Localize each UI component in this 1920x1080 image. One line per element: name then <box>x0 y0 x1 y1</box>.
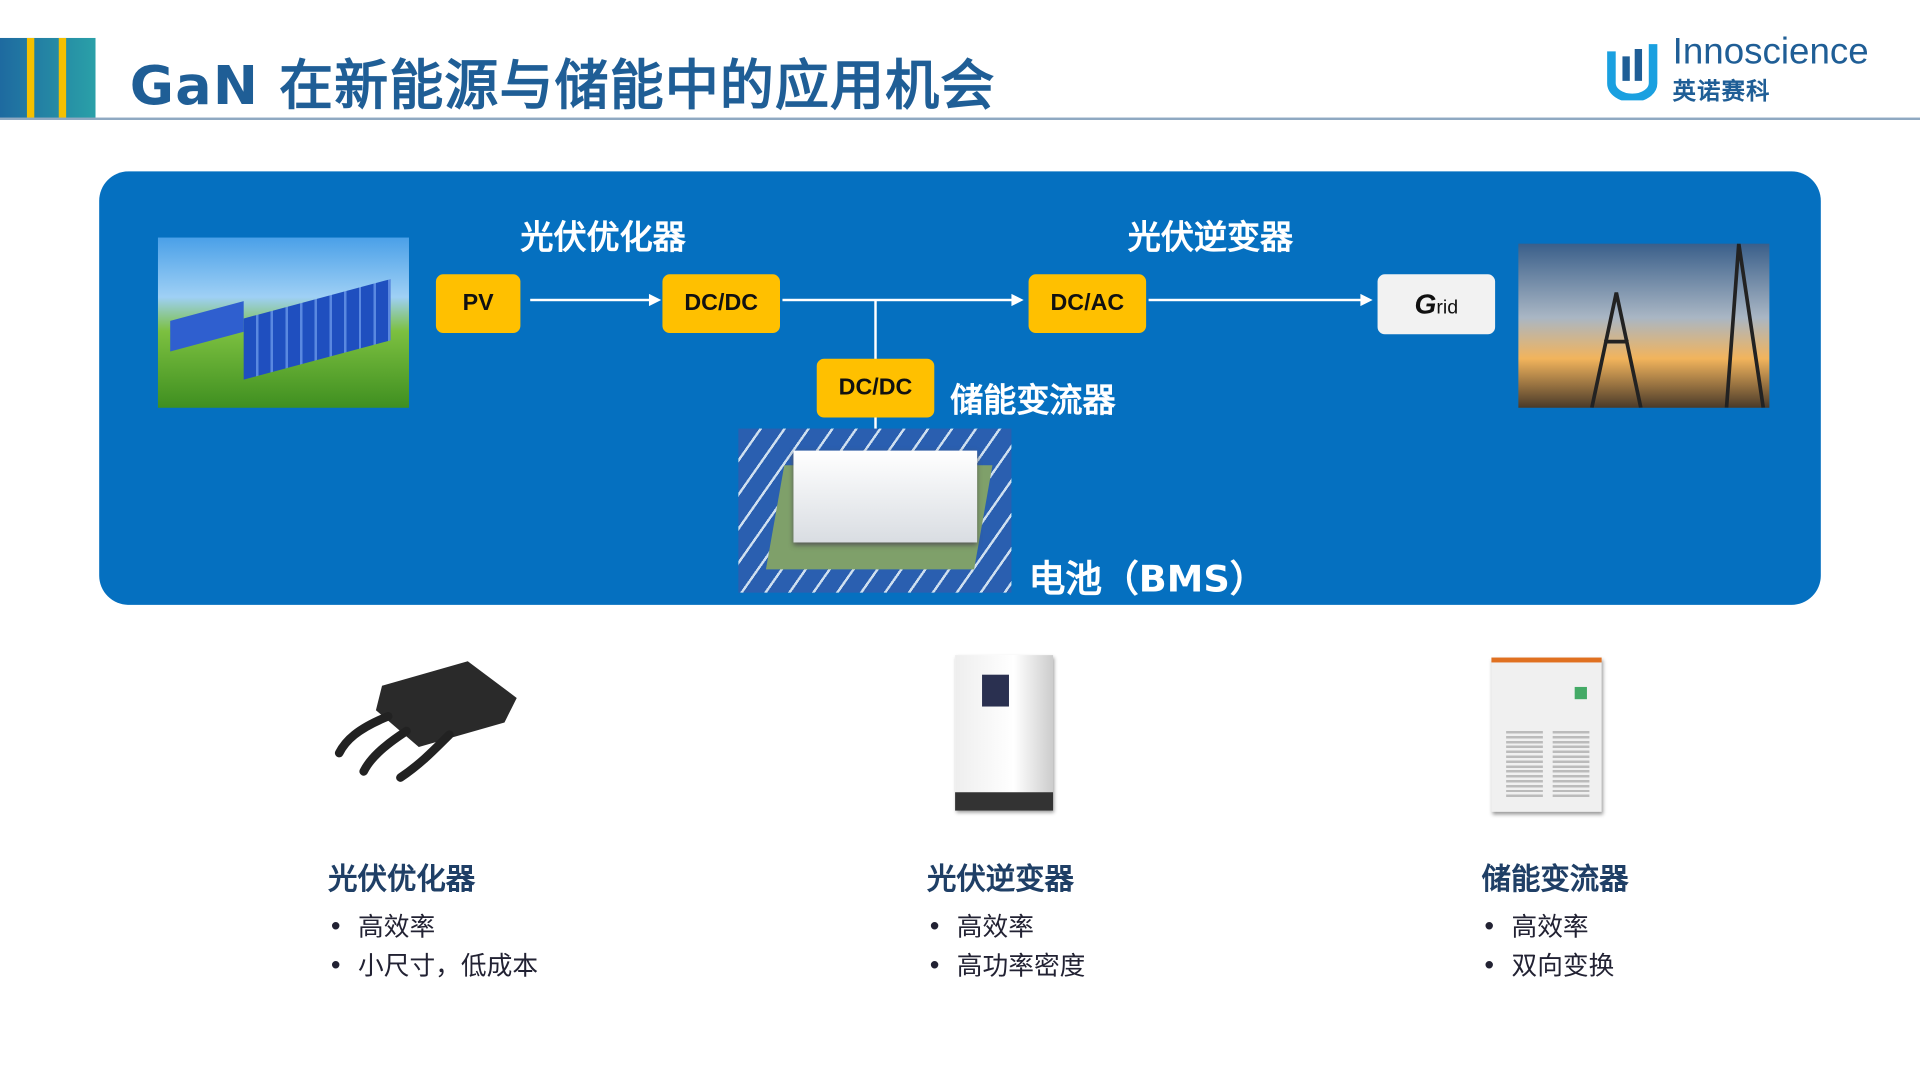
grid-letter: G <box>1414 287 1437 320</box>
connector-line <box>530 298 651 302</box>
product-optimizer: 光伏优化器 •高效率 •小尺寸，低成本 <box>328 855 538 984</box>
header-stripe <box>26 37 35 119</box>
product-pcs: 储能变流器 •高效率 •双向变换 <box>1482 855 1629 984</box>
page-title: GaN 在新能源与储能中的应用机会 <box>129 55 996 118</box>
pcs-product-image <box>1491 657 1602 812</box>
arrow-icon <box>1011 293 1024 307</box>
bullet-item: •高功率密度 <box>926 951 1086 981</box>
product-title: 光伏优化器 <box>328 862 476 897</box>
optimizer-product-image <box>334 661 517 782</box>
bullet-item: •高效率 <box>926 912 1034 942</box>
grid-text: rid <box>1436 296 1459 318</box>
bullet-item: •高效率 <box>1481 912 1589 942</box>
optimizer-label: 光伏优化器 <box>520 219 686 258</box>
product-title: 光伏逆变器 <box>926 862 1074 897</box>
battery-label: 电池（BMS） <box>1028 558 1267 602</box>
arrow-icon <box>1360 293 1373 307</box>
arrow-icon <box>648 293 662 307</box>
pcs-label: 储能变流器 <box>950 382 1116 421</box>
dcdc-storage-box: DC/DC <box>816 358 935 418</box>
connector-line <box>1148 298 1362 302</box>
header-divider <box>0 117 1920 121</box>
header-stripe <box>58 37 67 119</box>
solar-panel-photo <box>157 237 409 408</box>
connector-line <box>782 298 1013 302</box>
power-grid-photo <box>1518 243 1770 408</box>
product-title: 储能变流器 <box>1481 862 1629 897</box>
inverter-product-image <box>955 655 1054 811</box>
innoscience-logo-icon <box>1607 44 1658 101</box>
bullet-item: •小尺寸，低成本 <box>328 951 539 981</box>
inverter-label: 光伏逆变器 <box>1127 219 1294 258</box>
header-accent-bar <box>0 37 96 119</box>
logo-text: Innoscience <box>1672 31 1869 73</box>
logo-text-cn: 英诺赛科 <box>1672 78 1771 106</box>
dcac-box: DC/AC <box>1028 274 1147 334</box>
bullet-item: •高效率 <box>328 912 436 942</box>
battery-storage-photo <box>738 428 1012 593</box>
bullet-item: •双向变换 <box>1481 951 1615 981</box>
pv-box: PV <box>435 274 521 334</box>
product-inverter: 光伏逆变器 •高效率 •高功率密度 <box>927 855 1085 984</box>
dcdc-optimizer-box: DC/DC <box>662 274 781 334</box>
